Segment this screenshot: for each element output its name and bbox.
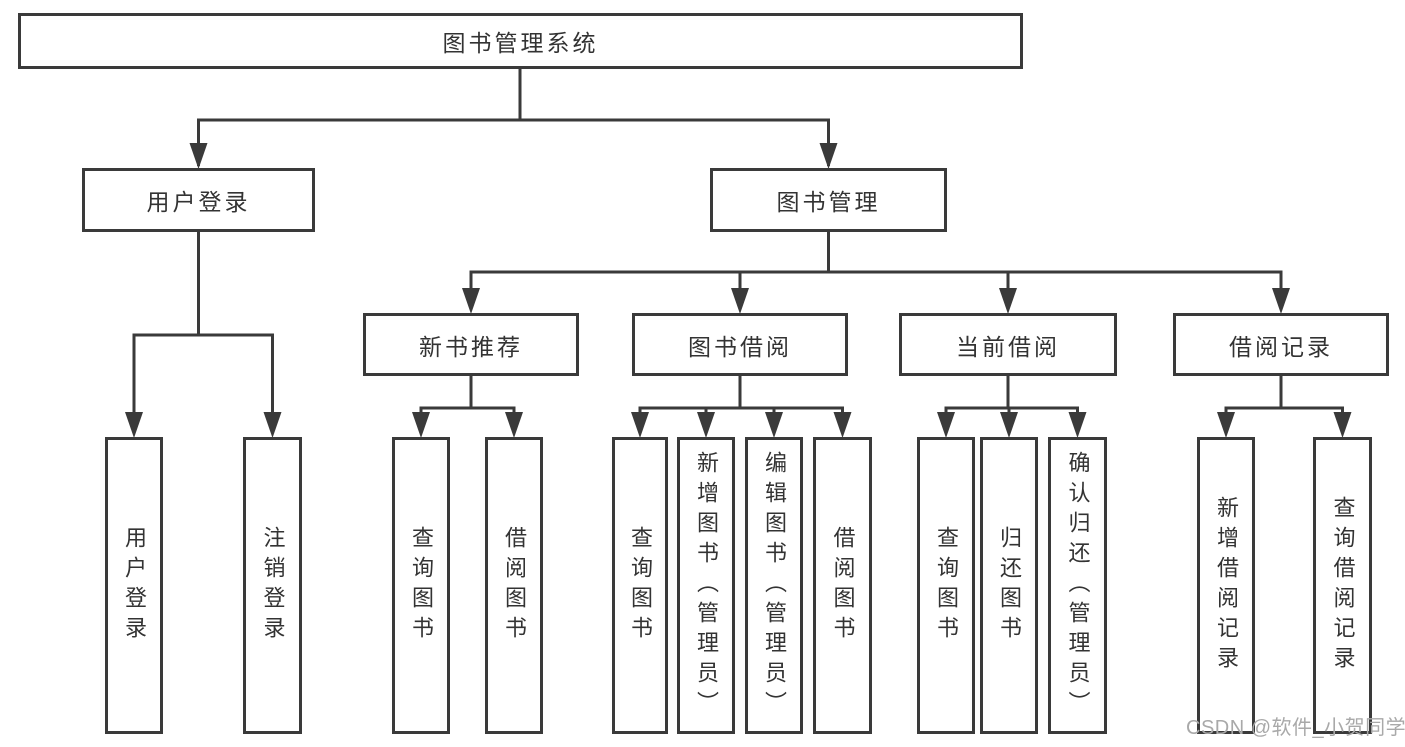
- connector-new-book-bar: [419, 406, 516, 433]
- arrowhead-icon: [833, 412, 852, 438]
- node-current-borrow: 当前借阅: [899, 313, 1117, 376]
- arrowhead-icon: [1333, 412, 1352, 438]
- arrowhead-icon: [189, 143, 208, 169]
- leaf-borrow-books-1-label: 借阅图书: [502, 525, 527, 646]
- leaf-logout: 注销登录: [243, 437, 302, 734]
- leaf-logout-label: 注销登录: [260, 525, 286, 646]
- node-user-login-label: 用户登录: [146, 189, 251, 215]
- node-book-borrow-label: 图书借阅: [688, 333, 792, 360]
- leaf-add-borrow-record-label: 新增借阅记录: [1214, 495, 1239, 676]
- arrowhead-icon: [462, 288, 480, 314]
- leaf-edit-books-admin-label: 编辑图书（管理员）: [762, 450, 787, 721]
- arrowhead-icon: [631, 412, 649, 438]
- node-book-mgmt-label: 图书管理: [776, 189, 881, 215]
- node-root: 图书管理系统: [18, 13, 1023, 69]
- arrowheads: [125, 143, 1352, 438]
- leaf-query-books-3: 查询图书: [917, 437, 975, 734]
- arrowhead-icon: [819, 143, 838, 169]
- arrowhead-icon: [412, 412, 430, 438]
- connector-borrow-records-bar: [1224, 406, 1344, 433]
- leaf-borrow-books-1: 借阅图书: [485, 437, 543, 734]
- node-current-borrow-label: 当前借阅: [956, 333, 1060, 360]
- connector-book-borrow-bar: [638, 406, 844, 433]
- arrowhead-icon: [999, 288, 1017, 314]
- arrowhead-icon: [765, 412, 783, 438]
- arrowhead-icon: [697, 412, 715, 438]
- arrowhead-icon: [1068, 412, 1087, 438]
- node-new-book-rec-label: 新书推荐: [419, 333, 523, 360]
- node-user-login: 用户登录: [82, 168, 315, 232]
- leaf-edit-books-admin: 编辑图书（管理员）: [745, 437, 803, 734]
- leaf-query-books-2: 查询图书: [612, 437, 668, 734]
- leaf-query-books-1-label: 查询图书: [409, 525, 434, 646]
- leaf-user-login: 用户登录: [105, 437, 163, 734]
- leaf-query-borrow-record-label: 查询借阅记录: [1330, 495, 1356, 676]
- leaf-query-books-2-label: 查询图书: [628, 525, 653, 646]
- node-book-borrow: 图书借阅: [632, 313, 848, 376]
- node-borrow-records: 借阅记录: [1173, 313, 1389, 376]
- leaf-query-borrow-record: 查询借阅记录: [1313, 437, 1372, 734]
- csdn-watermark: CSDN @软件_小贺同学: [1186, 717, 1405, 739]
- arrowhead-icon: [1000, 412, 1018, 438]
- node-root-label: 图书管理系统: [442, 30, 599, 56]
- leaf-confirm-return-admin-label: 确认归还（管理员）: [1065, 450, 1091, 721]
- arrowhead-icon: [125, 412, 143, 438]
- arrowhead-icon: [731, 288, 749, 314]
- arrowhead-icon: [263, 412, 282, 438]
- connector-stems: [132, 69, 1344, 433]
- leaf-query-books-3-label: 查询图书: [934, 525, 959, 646]
- leaf-borrow-books-2-label: 借阅图书: [830, 525, 856, 646]
- node-book-mgmt: 图书管理: [710, 168, 947, 232]
- arrowhead-icon: [505, 412, 523, 438]
- node-new-book-rec: 新书推荐: [363, 313, 579, 376]
- leaf-confirm-return-admin: 确认归还（管理员）: [1048, 437, 1107, 734]
- leaf-user-login-label: 用户登录: [122, 525, 147, 646]
- connector-level2-bar: [197, 118, 830, 166]
- arrowhead-icon: [1272, 288, 1290, 314]
- arrowhead-icon: [1217, 412, 1235, 438]
- leaf-query-books-1: 查询图书: [392, 437, 450, 734]
- arrowhead-icon: [937, 412, 955, 438]
- connector-level3-bar: [469, 270, 1283, 309]
- leaf-return-books-label: 归还图书: [997, 525, 1022, 646]
- leaf-add-books-admin-label: 新增图书（管理员）: [694, 450, 719, 721]
- leaf-borrow-books-2: 借阅图书: [813, 437, 872, 734]
- leaf-add-borrow-record: 新增借阅记录: [1197, 437, 1255, 734]
- node-borrow-records-label: 借阅记录: [1229, 333, 1333, 360]
- leaf-return-books: 归还图书: [980, 437, 1038, 734]
- leaf-add-books-admin: 新增图书（管理员）: [677, 437, 735, 734]
- connector-user-login-bar: [132, 333, 274, 433]
